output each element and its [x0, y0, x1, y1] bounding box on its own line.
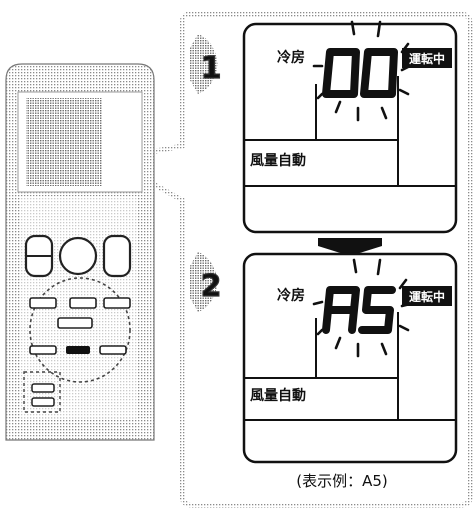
display-code-00 — [322, 48, 398, 98]
step-1-number: 1 — [201, 51, 222, 86]
blinking-rays-icon — [312, 20, 412, 122]
step-2-number: 2 — [201, 269, 222, 304]
remote-control-icon — [5, 63, 155, 441]
display-code-a5 — [322, 286, 396, 334]
step-transition-arrow-icon — [318, 238, 382, 256]
blinking-rays-icon — [312, 258, 412, 358]
status-badge — [402, 286, 452, 306]
status-badge — [402, 48, 452, 68]
display-panel-2: 冷房 運転中 風量自動 — [242, 252, 458, 464]
mode-label: 冷房 — [277, 49, 305, 66]
display-panel-1: 冷房 運転中 風量自動 — [242, 20, 458, 234]
status-badge-text: 運転中 — [409, 51, 445, 66]
step-2-marker: 2 — [190, 252, 222, 312]
status-badge-text: 運転中 — [409, 289, 445, 304]
caption: (表示例：A5) — [296, 472, 388, 490]
fan-label: 風量自動 — [250, 387, 306, 404]
step-1-marker: 1 — [190, 34, 222, 94]
mode-label: 冷房 — [277, 287, 305, 304]
fan-label: 風量自動 — [250, 152, 306, 169]
